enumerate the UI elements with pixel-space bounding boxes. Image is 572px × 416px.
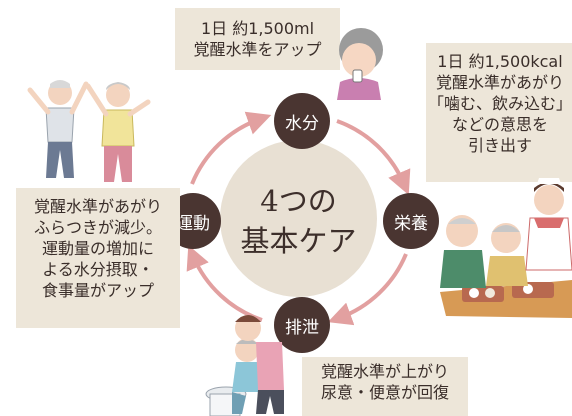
elderly-woman-drinking-icon [337,28,383,100]
node-nutrition: 栄養 [383,193,439,249]
note-nutrition-line: 引き出す [467,136,532,155]
arrow-water-to-nutrition [336,119,411,196]
note-excretion-line: 覚醒水準が上がり [320,362,449,381]
note-exercise-line: よる水分摂取・ [42,260,154,279]
note-exercise-line: 覚醒水準があがり [33,197,162,216]
note-nutrition-line: 「噛む、飲み込む」 [427,94,572,113]
note-exercise-line: 食事量がアップ [41,281,154,300]
caregiver-assisting-toilet-icon [205,315,284,416]
hub-title-line1: 4つの [260,184,337,218]
node-excretion: 排泄 [274,297,330,353]
elderly-couple-exercising-icon [27,80,151,182]
hub-title-line2: 基本ケア [240,224,357,258]
note-exercise: 覚醒水準があがり ふらつきが減少。 運動量の増加に よる水分摂取・ 食事量がアッ… [16,188,180,328]
note-water: 1日 約1,500ml 覚醒水準をアップ [175,8,340,70]
note-exercise-line: 運動量の増加に [41,239,154,258]
note-nutrition-line: 1日 約1,500kcal [437,52,563,71]
note-nutrition-line: 覚醒水準があがり [435,73,564,92]
note-excretion: 覚醒水準が上がり 尿意・便意が回復 [302,357,468,416]
arrow-nutrition-to-excretion [327,253,408,326]
arrow-exercise-to-water [190,111,272,185]
note-nutrition: 1日 約1,500kcal 覚醒水準があがり 「噛む、飲み込む」 などの意思を … [426,43,572,182]
center-hub: 4つの 基本ケア [220,140,377,297]
note-water-line: 1日 約1,500ml [200,19,315,38]
note-exercise-line: ふらつきが減少。 [33,218,162,237]
node-water: 水分 [274,93,330,149]
note-nutrition-line: などの意思を [451,115,548,134]
note-excretion-line: 尿意・便意が回復 [320,383,449,402]
note-water-line: 覚醒水準をアップ [193,40,322,59]
elderly-people-eating-with-caregiver-icon [440,178,572,318]
